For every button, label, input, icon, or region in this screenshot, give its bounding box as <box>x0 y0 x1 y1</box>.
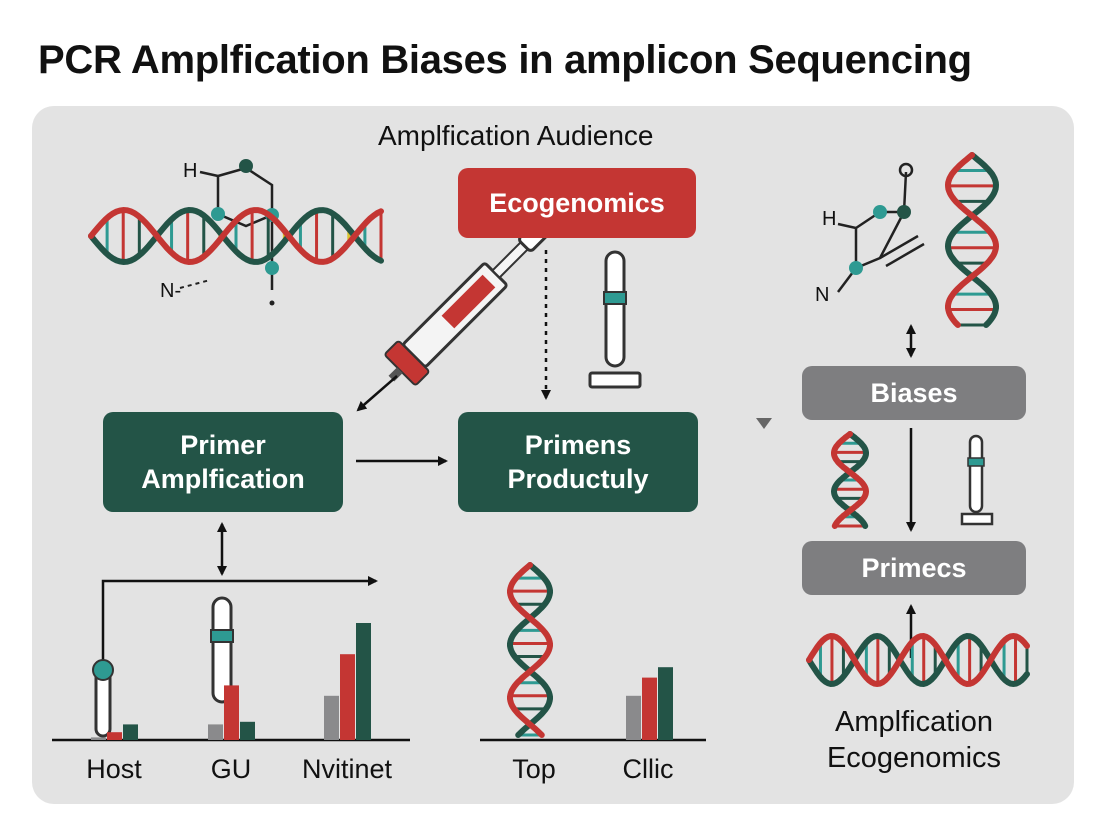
molecule-right-h: H <box>822 208 837 230</box>
chart-right-bar-1-0 <box>626 695 641 740</box>
vial-top-icon <box>588 250 642 389</box>
molecule-right-n: N <box>815 284 830 306</box>
chart-right-bar-1-1 <box>642 677 657 740</box>
biases-label: Biases <box>870 377 958 408</box>
chart-left-bar-2-1 <box>340 654 355 740</box>
primer-line1: Primer <box>180 430 266 460</box>
vial-side-icon <box>960 434 994 526</box>
caption-line2: Ecogenomics <box>826 742 1002 774</box>
chart-left-bar-1-0 <box>208 724 223 740</box>
molecule-left-h: H <box>183 160 198 182</box>
primer-line2: Amplfication <box>141 464 305 494</box>
dna-helix-top-left-icon <box>88 206 384 266</box>
chart-left-bar-2-2 <box>356 623 371 740</box>
primens-line2: Productuly <box>507 464 649 494</box>
primecs-label: Primecs <box>861 552 967 583</box>
molecule-right-icon <box>837 162 925 293</box>
dna-helix-top-right-icon <box>944 152 1000 328</box>
ecogenomics-label: Ecogenomics <box>489 187 665 218</box>
chart-right-tick-0: Top <box>512 754 556 784</box>
biases-box[interactable]: Biases <box>802 366 1026 420</box>
dna-helix-mid-right-icon <box>830 431 870 529</box>
chart-left-tick-2: Nvitinet <box>301 754 393 784</box>
chart-left-tick-0: Host <box>86 754 142 784</box>
chart-left-bar-1-1 <box>224 685 239 740</box>
primer-amplification-box[interactable]: Primer Amplfication <box>103 412 343 512</box>
probe-pin-icon <box>92 659 114 738</box>
chart-left-bar-0-2 <box>123 724 138 740</box>
chart-left-bar-1-2 <box>240 721 255 740</box>
chart-left-bar-0-0 <box>91 737 106 740</box>
vial-chart-icon <box>210 596 234 704</box>
primens-line1: Primens <box>524 430 632 460</box>
chart-right-bars <box>626 667 673 740</box>
syringe-to-primer-arrow <box>356 375 398 412</box>
diagram-subtitle: Amplfication Audience <box>378 120 654 151</box>
bottom-right-caption: Amplfication Ecogenomics <box>819 704 1009 776</box>
ecogenomics-box[interactable]: Ecogenomics <box>458 168 696 238</box>
chart-left-bar-0-1 <box>107 732 122 740</box>
dna-helices <box>88 152 1030 738</box>
chart-left-bars <box>91 623 371 740</box>
page-title: PCR Amplfication Biases in amplicon Sequ… <box>38 38 972 82</box>
molecule-left-n: N- <box>160 280 182 302</box>
primens-productuly-box[interactable]: Primens Productuly <box>458 412 698 512</box>
chart-left-bar-2-0 <box>324 695 339 740</box>
primecs-box[interactable]: Primecs <box>802 541 1026 595</box>
chart-right-bar-1-2 <box>658 667 673 740</box>
caret-down-icon <box>756 418 772 429</box>
dna-helix-bottom-right-icon <box>806 632 1030 688</box>
chart-right-tick-1: Cllic <box>622 754 674 784</box>
chart-left-tick-1: GU <box>210 754 252 784</box>
dna-helix-center-icon <box>507 562 553 738</box>
caption-line1: Amplfication <box>835 706 993 738</box>
